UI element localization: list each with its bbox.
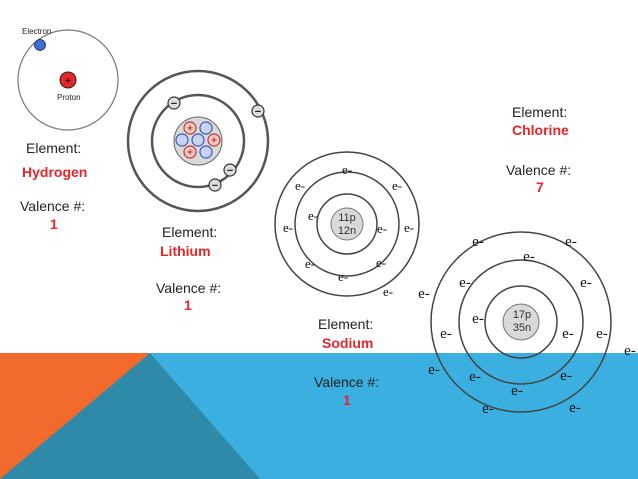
lithium-valence-value: 1: [184, 297, 192, 313]
electron-symbol: e-: [376, 255, 386, 270]
electron-symbol: e-: [283, 220, 293, 235]
sodium-atom: 11p 12n e-e-e-e-e-e-e-e-e-e-e-: [274, 151, 420, 299]
sodium-orbit-3: [274, 151, 420, 297]
electron-symbol: e-: [377, 221, 387, 236]
chlorine-orbit-1: [484, 285, 558, 359]
chlorine-atom: 17p 35n e-e-e-e-e-e-e-e-e-e-e-e-e-e-e-e-…: [418, 231, 636, 417]
lithium-valence-label: Valence #:: [156, 280, 222, 296]
hydrogen-valence-label: Valence #:: [20, 198, 86, 214]
sodium-orbit-2: [294, 171, 400, 277]
chlorine-element-name: Chlorine: [512, 122, 569, 138]
lithium-nucleon: [183, 145, 197, 159]
lithium-electron: [223, 163, 237, 177]
lithium-electron-sign: −: [255, 106, 261, 118]
sodium-valence-label: Valence #:: [314, 374, 380, 390]
lithium-electron: [208, 178, 222, 192]
lithium-proton-sign: +: [187, 124, 193, 135]
electron-symbol: e-: [305, 256, 315, 271]
chlorine-neutrons: 35n: [513, 322, 531, 334]
hydrogen-element-label: Element:: [26, 140, 82, 156]
electron-symbol: e-: [560, 368, 572, 384]
electron-symbol: e-: [472, 311, 484, 327]
electron-symbol: e-: [565, 234, 577, 250]
chlorine-orbit-2: [458, 259, 584, 385]
chlorine-orbit-3: [430, 231, 612, 413]
chlorine-valence-value: 7: [536, 179, 544, 195]
chlorine-nucleus: [502, 303, 540, 341]
electron-symbol: e-: [472, 234, 484, 250]
electron-symbol: e-: [624, 343, 636, 359]
orange-triangle: [0, 353, 150, 479]
lithium-proton-sign: +: [187, 148, 193, 159]
electron-symbol: e-: [562, 326, 574, 342]
hydrogen-orbit: [17, 29, 119, 131]
chlorine-electrons: e-e-e-e-e-e-e-e-e-e-e-e-e-e-e-e-e-: [418, 234, 636, 417]
lithium-nucleon: [199, 121, 213, 135]
electron-symbol: e-: [295, 178, 305, 193]
hydrogen-valence-value: 1: [50, 216, 58, 232]
sodium-neutrons: 12n: [338, 225, 356, 237]
electron-symbol: e-: [383, 284, 393, 299]
sodium-electrons: e-e-e-e-e-e-e-e-e-e-e-: [283, 162, 414, 299]
electron-symbol: e-: [469, 369, 481, 385]
lithium-electrons: −−−−: [167, 96, 265, 192]
chlorine-valence-label: Valence #:: [506, 162, 572, 178]
electron-symbol: e-: [308, 208, 318, 223]
lithium-electron: [251, 104, 265, 118]
electron-symbol: e-: [459, 275, 471, 291]
hydrogen-electron: [34, 39, 46, 51]
lithium-inner-orbit: [150, 93, 246, 189]
lithium-element-label: Element:: [162, 224, 218, 240]
electron-legend: Electron: [22, 27, 51, 36]
lithium-nucleon: [199, 145, 213, 159]
electron-symbol: e-: [342, 162, 352, 177]
chlorine-protons: 17p: [513, 309, 531, 321]
hydrogen-proton: [59, 71, 77, 89]
sodium-protons: 11p: [338, 212, 356, 224]
electron-symbol: e-: [580, 275, 592, 291]
proton-legend: Proton: [57, 93, 81, 102]
electron-symbol: e-: [338, 269, 348, 284]
electron-symbol: e-: [428, 362, 440, 378]
electron-symbol: e-: [440, 326, 452, 342]
chlorine-element-label: Element:: [512, 104, 568, 120]
electron-symbol: e-: [482, 401, 494, 417]
lithium-nucleon: [191, 133, 205, 147]
hydrogen-element-name: Hydrogen: [22, 164, 88, 180]
hydrogen-atom: + Electron Proton: [17, 27, 119, 131]
sodium-orbit-1: [316, 193, 378, 255]
hydrogen-proton-sign: +: [65, 76, 71, 87]
electron-symbol: e-: [404, 220, 414, 235]
sodium-nucleus: [330, 207, 364, 241]
lithium-nucleon: [183, 121, 197, 135]
electron-symbol: e-: [523, 249, 535, 265]
lithium-electron-sign: −: [212, 180, 218, 192]
lithium-electron-sign: −: [227, 165, 233, 177]
sodium-valence-value: 1: [343, 392, 351, 408]
electron-symbol: e-: [511, 383, 523, 399]
lithium-nucleon: [175, 133, 189, 147]
lithium-atom: +++ −−−−: [126, 69, 270, 213]
lithium-outer-orbit: [126, 69, 270, 213]
electron-symbol: e-: [569, 400, 581, 416]
lithium-nucleon: [207, 133, 221, 147]
lithium-electron: [167, 96, 181, 110]
sodium-element-label: Element:: [318, 316, 374, 332]
electron-symbol: e-: [418, 286, 430, 302]
lithium-nucleons: + + +: [175, 121, 221, 159]
sodium-element-name: Sodium: [322, 335, 374, 351]
electron-symbol: e-: [392, 178, 402, 193]
lithium-proton-sign: +: [211, 136, 217, 147]
electron-symbol: e-: [596, 326, 608, 342]
lithium-element-name: Lithium: [160, 243, 211, 259]
lithium-electron-sign: −: [171, 98, 177, 110]
